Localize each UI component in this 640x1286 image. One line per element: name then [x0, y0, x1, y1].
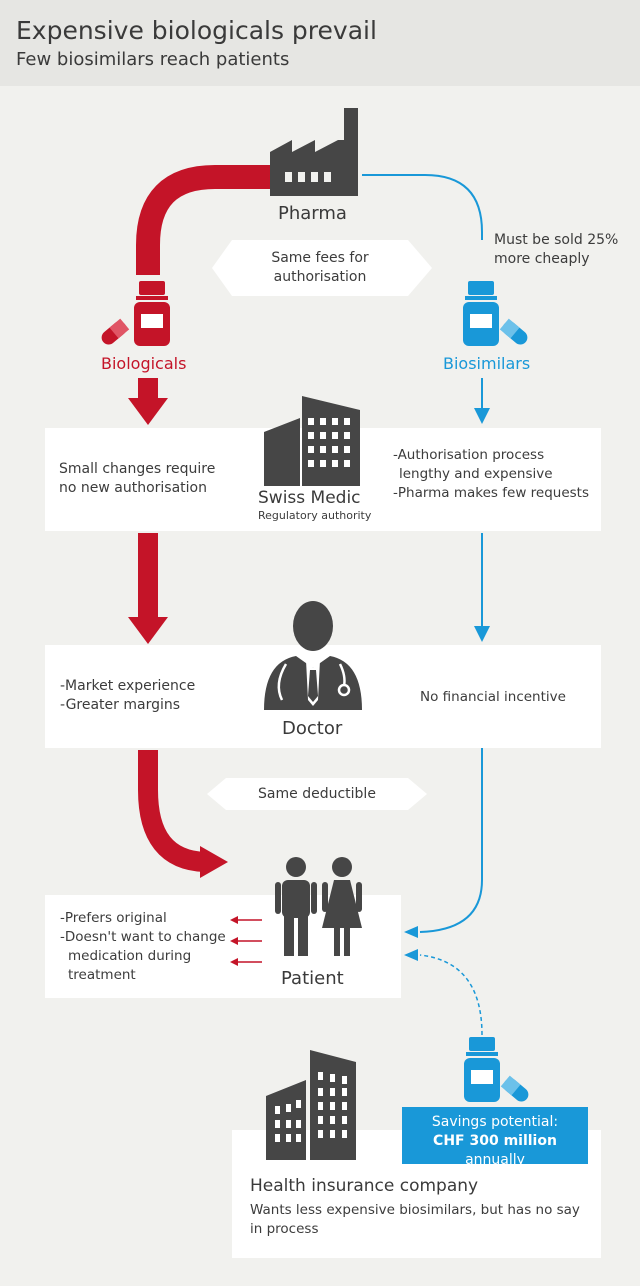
patient-line4: treatment: [68, 967, 136, 983]
biologicals-flow-top: [136, 165, 270, 275]
doctor-name: Doctor: [282, 718, 343, 739]
biologicals-flow-bottom: [138, 750, 206, 872]
patient-name: Patient: [281, 968, 344, 989]
patient-line3: medication during: [68, 948, 192, 964]
same-fees-line2: authorisation: [273, 269, 367, 285]
biosimilars-bottle-icon: [463, 281, 528, 346]
doctor-left-line2: -Greater margins: [60, 697, 181, 713]
insurance-bottle-icon: [464, 1037, 529, 1102]
biologicals-arrowhead-1: [128, 398, 168, 425]
insurance-building-icon: [266, 1050, 356, 1160]
biologicals-flow-shaft-2: [138, 533, 158, 619]
biologicals-bottle-icon: [101, 281, 170, 346]
insurance-line2: in process: [250, 1221, 319, 1237]
swissmedic-left-text: Small changes require no new authorisati…: [59, 460, 215, 498]
biosimilar-price-note: Must be sold 25% more cheaply: [494, 231, 618, 269]
doctor-left-line1: -Market experience: [60, 678, 196, 694]
patient-reason-arrows: [230, 916, 262, 966]
biosimilars-flow-top: [362, 174, 483, 240]
patient-line1: -Prefers original: [60, 910, 167, 926]
savings-amount: CHF 300 million: [433, 1133, 557, 1149]
insurance-name: Health insurance company: [250, 1176, 479, 1196]
same-fees-line1: Same fees for: [271, 250, 369, 266]
swissmedic-sub: Regulatory authority: [258, 509, 372, 522]
biosimilars-label: Biosimilars: [443, 354, 531, 373]
swissmedic-right-line3: -Pharma makes few requests: [393, 485, 590, 501]
insurance-dashed-arrowhead: [404, 949, 418, 961]
same-deductible-label: Same deductible: [258, 786, 376, 802]
insurance-dashed-flow: [419, 954, 483, 1036]
doctor-left-text: -Market experience -Greater margins: [60, 677, 195, 715]
biologicals-arrowhead-2: [128, 617, 168, 644]
swissmedic-right-line2: lengthy and expensive: [399, 466, 553, 482]
page-title: Expensive biologicals prevail: [16, 16, 377, 45]
patient-reasons: -Prefers original -Doesn't want to chang…: [60, 909, 226, 985]
savings-line1: Savings potential:: [431, 1114, 559, 1130]
header: Expensive biologicals prevail Few biosim…: [0, 0, 640, 86]
same-deductible-box: [207, 778, 427, 810]
same-fees-label: Same fees for authorisation: [232, 249, 408, 287]
page-subtitle: Few biosimilars reach patients: [16, 49, 290, 70]
biosimilars-arrowhead-3: [404, 926, 418, 938]
same-fees-box: [212, 240, 432, 296]
swissmedic-building-icon: [264, 396, 360, 486]
doctor-right-text: No financial incentive: [420, 689, 566, 705]
savings-line2: CHF 300 million annually: [402, 1132, 588, 1170]
biosimilars-arrowhead-2: [474, 626, 490, 642]
swissmedic-right-line1: -Authorisation process: [393, 447, 545, 463]
doctor-icon: [264, 601, 362, 710]
factory-icon: [270, 108, 358, 196]
patient-couple-icon: [275, 857, 362, 956]
biosimilars-arrowhead-1: [474, 408, 490, 424]
insurance-desc: Wants less expensive biosimilars, but ha…: [250, 1201, 595, 1239]
swissmedic-name: Swiss Medic: [258, 488, 361, 508]
biosimilar-note-line2: more cheaply: [494, 251, 590, 267]
insurance-line1: Wants less expensive biosimilars, but ha…: [250, 1202, 580, 1218]
patient-line2: -Doesn't want to change: [60, 929, 226, 945]
swissmedic-left-line1: Small changes require: [59, 461, 216, 477]
savings-suffix: annually: [465, 1152, 525, 1168]
swissmedic-left-line2: no new authorisation: [59, 480, 207, 496]
biologicals-arrowhead-3: [200, 846, 228, 878]
biologicals-label: Biologicals: [101, 354, 187, 373]
savings-potential-box: Savings potential: CHF 300 million annua…: [402, 1107, 588, 1168]
biologicals-flow-shaft-1: [138, 378, 158, 400]
pharma-label: Pharma: [278, 203, 347, 224]
biosimilar-note-line1: Must be sold 25%: [494, 232, 619, 248]
biosimilars-flow-bottom: [419, 748, 483, 933]
swissmedic-right-text: -Authorisation process lengthy and expen…: [393, 446, 589, 503]
